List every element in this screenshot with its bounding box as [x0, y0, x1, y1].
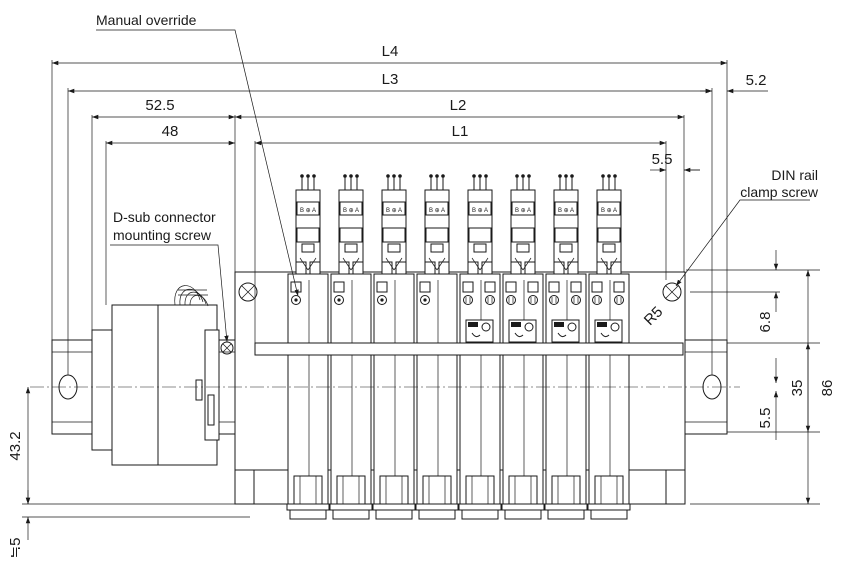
manual-override-button[interactable]: [549, 295, 559, 305]
connector-label: B ⊕ A: [429, 208, 445, 214]
dsub-label-line2: mounting screw: [113, 227, 212, 243]
din-rail-label-line1: DIN rail: [771, 167, 818, 183]
dim-l3-label: L3: [382, 71, 399, 88]
manual-override-button[interactable]: [571, 295, 581, 305]
din-rail-clamp-screw-left: [238, 282, 258, 302]
manual-override-button[interactable]: [506, 295, 516, 305]
dimension-labels: L4 L3 52.5 L2 48 L1 5.2 5.5 R5 6.8 35 86…: [7, 43, 836, 558]
manual-override-button[interactable]: [334, 295, 344, 305]
valve-stations: B ⊕ A B ⊕ A B ⊕ A B ⊕ A B ⊕ A B ⊕ A B ⊕ A B ⊕ A: [286, 174, 631, 520]
connector-label: B ⊕ A: [472, 208, 488, 214]
manual-override-button[interactable]: [485, 295, 495, 305]
valve-station: B ⊕ A: [544, 174, 588, 520]
manual-override-button[interactable]: [528, 295, 538, 305]
extension-lines: [22, 60, 820, 518]
manifold-cover-bar: [254, 342, 684, 356]
valve-station: B ⊕ A: [501, 174, 545, 520]
valve-station: B ⊕ A: [286, 174, 330, 520]
valve-station: B ⊕ A: [415, 174, 459, 520]
manual-override-button[interactable]: [592, 295, 602, 305]
dim-l2-label: L2: [450, 97, 467, 114]
connector-label: B ⊕ A: [558, 208, 574, 214]
manual-override-button[interactable]: [463, 295, 473, 305]
connector-label: B ⊕ A: [515, 208, 531, 214]
manual-override-button[interactable]: [377, 295, 387, 305]
manual-override-label: Manual override: [96, 12, 197, 28]
valve-station: B ⊕ A: [587, 174, 631, 520]
dim-35-label: 35: [789, 380, 806, 397]
dim-5-5-top-label: 5.5: [652, 151, 673, 168]
din-rail-label-line2: clamp screw: [740, 184, 819, 200]
callout-leaders: [96, 29, 810, 343]
connector-label: B ⊕ A: [601, 208, 617, 214]
dim-48-label: 48: [162, 123, 179, 140]
callout-labels: Manual override DIN rail clamp screw D-s…: [96, 12, 819, 243]
dim-5-approx-label: ≒5: [7, 538, 24, 559]
valve-station: B ⊕ A: [329, 174, 373, 520]
dim-86-label: 86: [819, 380, 836, 397]
valve-station: B ⊕ A: [372, 174, 416, 520]
dsub-label-line1: D-sub connector: [113, 209, 216, 225]
manual-override-button[interactable]: [614, 295, 624, 305]
dim-6-8-label: 6.8: [757, 312, 774, 333]
connector-label: B ⊕ A: [343, 208, 359, 214]
dsub-connector-unit: [91, 285, 220, 466]
dim-l4-label: L4: [382, 43, 399, 60]
din-rail-clamp-screw-right: [662, 282, 682, 302]
connector-label: B ⊕ A: [300, 208, 316, 214]
manual-override-button[interactable]: [420, 295, 430, 305]
dim-l1-label: L1: [452, 123, 469, 140]
valve-station: B ⊕ A: [458, 174, 502, 520]
dimension-lines: [25, 60, 811, 540]
connector-label: B ⊕ A: [386, 208, 402, 214]
dim-52-5-label: 52.5: [145, 97, 174, 114]
dim-5-2-label: 5.2: [746, 72, 767, 89]
dim-43-2-label: 43.2: [7, 431, 24, 460]
dim-5-5-side-label: 5.5: [757, 408, 774, 429]
